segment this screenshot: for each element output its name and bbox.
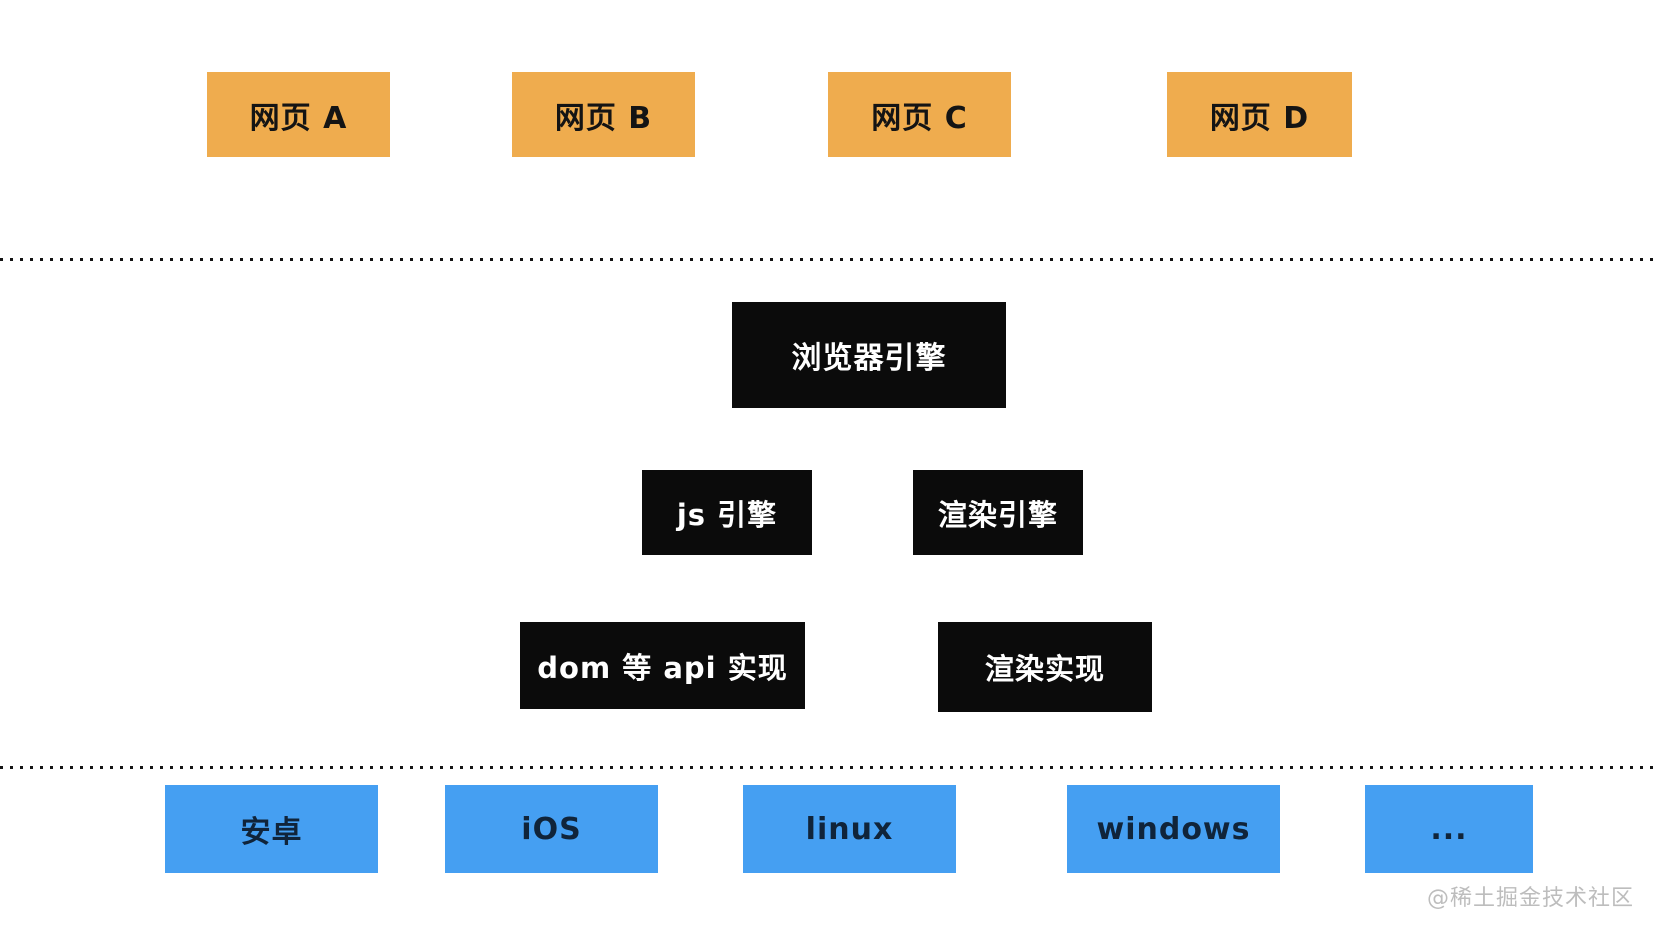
platform-box-more: ...	[1365, 785, 1533, 873]
web-page-box-a: 网页 A	[207, 72, 390, 157]
separator-dotted-top	[0, 258, 1656, 261]
dom-api-implementation-box: dom 等 api 实现	[520, 622, 805, 709]
js-engine-box: js 引擎	[642, 470, 812, 555]
platform-box-ios: iOS	[445, 785, 658, 873]
watermark-text: @稀土掘金技术社区	[1426, 886, 1634, 911]
separator-dotted-bottom	[0, 766, 1656, 769]
platform-box-windows: windows	[1067, 785, 1280, 873]
web-page-box-c: 网页 C	[828, 72, 1011, 157]
platform-box-android: 安卓	[165, 785, 378, 873]
platform-box-linux: linux	[743, 785, 956, 873]
render-engine-box: 渲染引擎	[913, 470, 1083, 555]
web-page-box-d: 网页 D	[1167, 72, 1352, 157]
browser-engine-box: 浏览器引擎	[732, 302, 1006, 408]
web-page-box-b: 网页 B	[512, 72, 695, 157]
render-implementation-box: 渲染实现	[938, 622, 1152, 712]
